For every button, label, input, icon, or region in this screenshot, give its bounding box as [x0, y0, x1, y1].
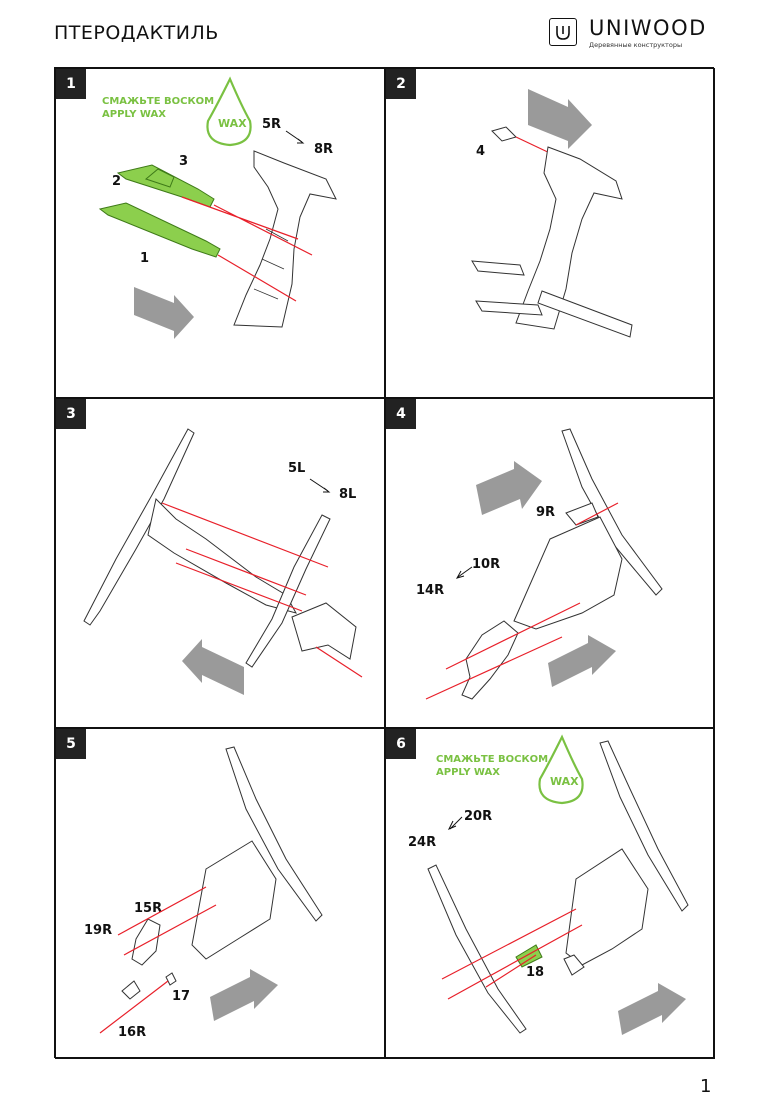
part-label: 4 — [476, 144, 486, 159]
wax-instruction-en: APPLY WAX — [102, 109, 166, 120]
step-panel-4: 4 9R 10R 14R — [385, 398, 715, 728]
wax-drop-icon — [538, 734, 584, 805]
wax-drop-label: WAX — [218, 117, 247, 130]
part-label: 9R — [536, 505, 556, 520]
brand-logo: UNIWOOD Деревянные конструкторы — [549, 16, 719, 56]
part-label: 5L — [288, 461, 306, 476]
part-label: 18 — [526, 965, 545, 980]
page-number: 1 — [700, 1076, 712, 1097]
step-2-illustration — [471, 89, 633, 338]
step-panel-1: 1 СМАЖЬТЕ ВОСКОМ APPLY WAX WAX 5R 8R 3 2… — [55, 68, 385, 398]
wax-instruction-ru: СМАЖЬТЕ ВОСКОМ — [436, 754, 549, 765]
brand-subtitle: Деревянные конструкторы — [589, 41, 683, 49]
step-5-illustration — [99, 746, 323, 1034]
uniwood-logo-icon — [549, 18, 577, 46]
part-label: 19R — [84, 923, 113, 938]
step-number: 6 — [386, 729, 416, 759]
step-panel-2: 2 4 — [385, 68, 715, 398]
step-number: 3 — [56, 399, 86, 429]
part-label: 10R — [472, 557, 501, 572]
step-3-illustration — [83, 428, 363, 695]
part-label: 24R — [408, 835, 437, 850]
step-4-illustration — [425, 428, 663, 700]
step-6-illustration — [427, 740, 689, 1035]
part-label: 8R — [314, 142, 334, 157]
wax-instruction-en: APPLY WAX — [436, 767, 500, 778]
part-label: 5R — [262, 117, 282, 132]
wax-drop-icon — [206, 76, 252, 147]
step-panel-3: 3 5L 8L — [55, 398, 385, 728]
step-panel-5: 5 15R 19R 17 16R — [55, 728, 385, 1059]
wax-instruction: СМАЖЬТЕ ВОСКОМ APPLY WAX — [102, 95, 214, 121]
step-number: 5 — [56, 729, 86, 759]
brand-name: UNIWOOD — [589, 16, 707, 40]
part-label: 16R — [118, 1025, 147, 1040]
step-panel-6: 6 СМАЖЬТЕ ВОСКОМ APPLY WAX WAX 20R 24R 1… — [385, 728, 715, 1059]
step-number: 2 — [386, 69, 416, 99]
wax-drop-label: WAX — [550, 775, 579, 788]
part-label: 15R — [134, 901, 163, 916]
instruction-grid: 1 СМАЖЬТЕ ВОСКОМ APPLY WAX WAX 5R 8R 3 2… — [54, 67, 715, 1059]
wax-instruction: СМАЖЬТЕ ВОСКОМ APPLY WAX — [436, 753, 548, 779]
step-1-illustration — [98, 130, 337, 339]
part-label: 3 — [179, 154, 189, 169]
page-title: ПТЕРОДАКТИЛЬ — [54, 22, 219, 44]
part-label: 17 — [172, 989, 191, 1004]
part-label: 1 — [140, 251, 150, 266]
part-label: 20R — [464, 809, 493, 824]
wax-instruction-ru: СМАЖЬТЕ ВОСКОМ — [102, 96, 215, 107]
part-label: 2 — [112, 174, 122, 189]
step-number: 4 — [386, 399, 416, 429]
part-label: 8L — [339, 487, 357, 502]
step-number: 1 — [56, 69, 86, 99]
part-label: 14R — [416, 583, 445, 598]
